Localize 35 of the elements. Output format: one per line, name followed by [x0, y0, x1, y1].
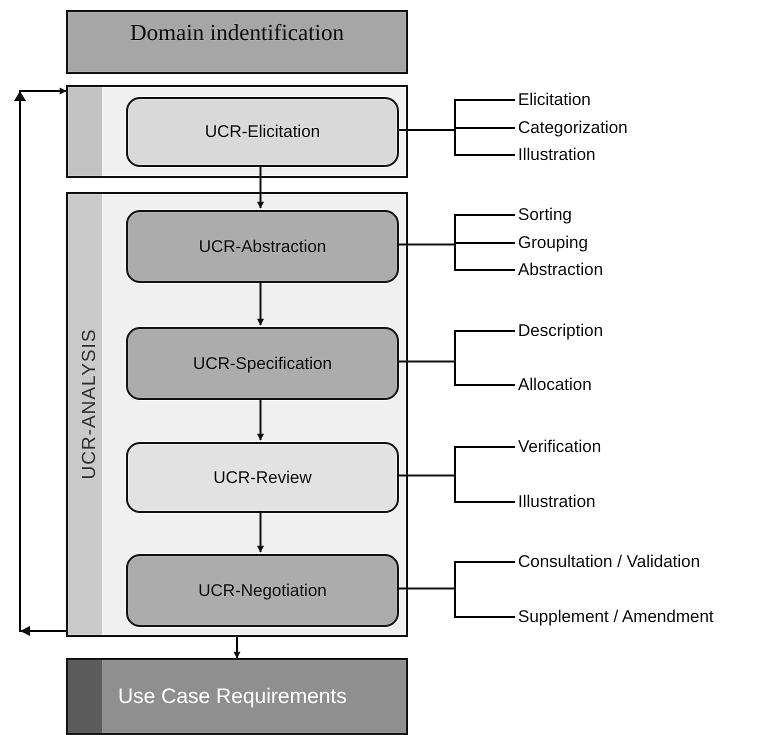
process-box	[126, 554, 399, 627]
feedback-arrow	[14, 88, 67, 636]
stage-title: Domain indentification	[130, 20, 344, 46]
activity-label: Sorting	[518, 203, 572, 227]
stage-panel	[66, 192, 408, 637]
stage-title: UCR-ANALYSIS	[79, 328, 101, 480]
arrow	[257, 511, 264, 553]
stage-box	[66, 10, 408, 74]
process-title: UCR-Specification	[193, 354, 332, 374]
output-title: Use Case Requirements	[118, 685, 347, 709]
arrow	[234, 637, 240, 659]
activity-label: Grouping	[518, 231, 588, 255]
arrow	[257, 398, 264, 441]
stage-panel	[66, 85, 408, 178]
activity-label: Abstraction	[518, 258, 604, 282]
process-title: UCR-Review	[213, 468, 312, 488]
activity-label: Consultation / Validation	[518, 550, 700, 574]
arrow	[257, 165, 264, 209]
process-box	[126, 327, 399, 400]
activity-label: Verification	[518, 435, 602, 459]
process-box	[126, 210, 399, 283]
process-box	[126, 442, 399, 513]
activity-label: Supplement / Amendment	[518, 605, 714, 629]
process-title: UCR-Abstraction	[198, 236, 326, 256]
activity-label: Illustration	[518, 490, 596, 514]
process-box	[126, 97, 399, 167]
activity-label: Description	[518, 319, 604, 343]
activity-label: Allocation	[518, 373, 592, 397]
activity-label: Elicitation	[518, 88, 591, 112]
document-box	[66, 658, 408, 735]
arrow	[257, 281, 264, 326]
process-title: UCR-Elicitation	[204, 122, 320, 142]
process-title: UCR-Negotiation	[198, 580, 327, 600]
activity-label: Categorization	[518, 116, 628, 140]
activity-label: Illustration	[518, 143, 596, 167]
